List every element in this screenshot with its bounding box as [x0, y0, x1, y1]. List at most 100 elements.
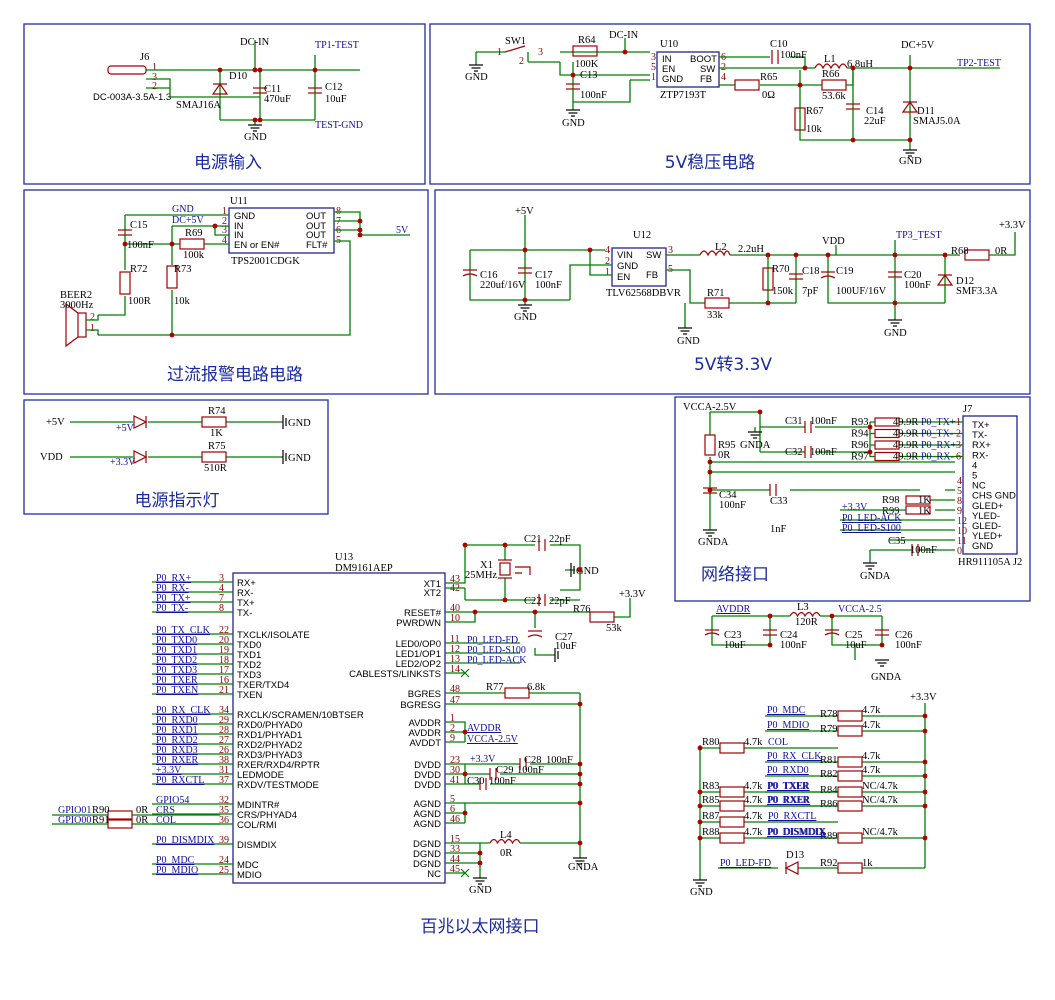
c30-ref: C30	[467, 776, 485, 787]
pullup-net: P0_TXER	[767, 781, 809, 792]
pulldown-net: COL	[768, 737, 788, 748]
c11-ref: C11	[264, 84, 281, 95]
pullup-value: NC/4.7k	[862, 795, 899, 806]
svg-text:GNDA: GNDA	[871, 672, 902, 683]
termination-net: P0_TX+	[921, 417, 956, 428]
u13-pin-name: AGND	[414, 809, 442, 820]
svg-text:1: 1	[651, 72, 656, 83]
pulldown-resistor	[719, 832, 745, 844]
u13-pin-name: XT2	[424, 588, 441, 599]
pullup-ref: R89	[820, 831, 838, 842]
j7-pin-label: CHS GND	[972, 491, 1016, 502]
u13-pin-number: 38	[219, 755, 229, 766]
c28-ref: C28	[524, 755, 542, 766]
u13-pin-net: P0_TX_CLK	[156, 625, 211, 636]
svg-text:4: 4	[605, 245, 610, 256]
network-circuit: VCCA-2.5V R95 0R C31 100nF C32 100nF GND…	[683, 402, 1022, 582]
u13-pin-number: 5	[450, 794, 455, 805]
svg-text:4: 4	[222, 235, 227, 246]
u13-pin-name: RXER/RXD4/RPTR	[237, 760, 320, 771]
d13-ref: D13	[786, 850, 804, 861]
u13-pin-name: AGND	[414, 799, 442, 810]
c17-ref: C17	[535, 270, 553, 281]
pullup-resistor	[837, 710, 863, 722]
u13-pin-net: P0_RXD1	[156, 725, 198, 736]
pullup-ref: R79	[820, 724, 838, 735]
u13-pin-net: P0_DISMDIX	[156, 835, 215, 846]
svg-text:GND: GND	[244, 132, 267, 143]
r74-value: 1K	[210, 428, 223, 439]
termination-net: P0_TX-	[921, 429, 953, 440]
pullup-resistor	[837, 800, 863, 812]
j7-pin-label: RX+	[972, 440, 991, 451]
r99-value: 1K	[918, 506, 931, 517]
x1-ref: X1	[480, 560, 493, 571]
u11-part: TPS2001CDGK	[231, 256, 300, 267]
c29-value: 100nF	[517, 765, 544, 776]
r67-resistor	[794, 107, 806, 131]
termination-pin: 6	[956, 452, 961, 463]
c28-value: 100nF	[546, 755, 573, 766]
c33-value: 1nF	[770, 524, 787, 535]
r74-resistor	[201, 416, 227, 428]
svg-text:FLT#: FLT#	[306, 240, 328, 251]
termination-resistor-value: 49.9R	[893, 452, 918, 463]
svg-text:5: 5	[651, 62, 656, 73]
j6-connector	[107, 65, 147, 75]
c16-ref: C16	[480, 270, 498, 281]
u13-pin-name: TXD3	[237, 670, 261, 681]
u13-pin-number: 2	[450, 723, 455, 734]
termination-net: P0_RX+	[921, 440, 956, 451]
svg-text:EN or EN#: EN or EN#	[234, 240, 280, 251]
d10-part: SMAJ16A	[176, 100, 221, 111]
u13-pin-number: 29	[219, 715, 229, 726]
r76-value: 53k	[606, 623, 623, 634]
u13-pin-net: P0_TXD3	[156, 665, 197, 676]
r92-ref: R92	[820, 858, 838, 869]
r92-value: 1k	[862, 858, 873, 869]
u13-pin-name: TXD0	[237, 640, 261, 651]
termination-resistor	[874, 440, 900, 450]
u13-pin-number: 43	[450, 574, 460, 585]
u13-pin-number: 33	[450, 844, 460, 855]
u13-pin-name: LED1/OP1	[396, 649, 441, 660]
svg-text:VCCA-2.5: VCCA-2.5	[838, 604, 882, 615]
j7-pin-label: 4	[972, 460, 977, 471]
u13-pin-number: 40	[450, 603, 460, 614]
u13-pin-number: 19	[219, 645, 229, 656]
r76-ref: R76	[573, 604, 591, 615]
l3-ref: L3	[797, 602, 809, 613]
j7-pin-label: TX+	[972, 420, 990, 431]
r74-ref: R74	[208, 406, 226, 417]
section-title-overcurrent: 过流报警电路电路	[167, 365, 303, 385]
r75-ref: R75	[208, 441, 226, 452]
u13-pin-name: DVDD	[414, 760, 441, 771]
u13-ic	[232, 572, 446, 884]
section-title-network: 网络接口	[701, 565, 769, 585]
section-title-5v-to-3v3: 5V转3.3V	[694, 355, 772, 375]
u13-pin-net: P0_RXER	[156, 755, 199, 766]
beer2-value: 3000Hz	[60, 300, 94, 311]
c23-value: 10uF	[724, 640, 746, 651]
j7-pin-label: 5	[972, 471, 977, 482]
termination-resistor-value: 49.9R	[893, 429, 918, 440]
c20-ref: C20	[904, 270, 922, 281]
svg-text:+3.3V: +3.3V	[619, 589, 646, 600]
pulldown-value: 4.7k	[744, 737, 763, 748]
u13-pin-number: 31	[219, 765, 229, 776]
pullup-resistor	[837, 786, 863, 798]
u13-part: DM9161AEP	[335, 563, 393, 574]
svg-text:GND: GND	[469, 885, 492, 896]
c13-value: 100nF	[580, 90, 607, 101]
frame-power-input	[23, 23, 426, 185]
conv-33-circuit: +5V C16 220uf/16V C17 100nF GND U12 TLV6…	[462, 206, 1026, 347]
ethernet-circuit: U13 DM9161AEP RX+3P0_RX+RX-4P0_RX-TX+7P0…	[52, 534, 646, 896]
c20-value: 100nF	[904, 280, 931, 291]
pullup-ref: R81	[820, 755, 838, 766]
tp-gnd: TEST-GND	[315, 120, 363, 131]
svg-text:VCCA-2.5V: VCCA-2.5V	[683, 402, 737, 413]
svg-text:GND: GND	[662, 74, 683, 85]
pulldown-resistor	[719, 742, 745, 754]
